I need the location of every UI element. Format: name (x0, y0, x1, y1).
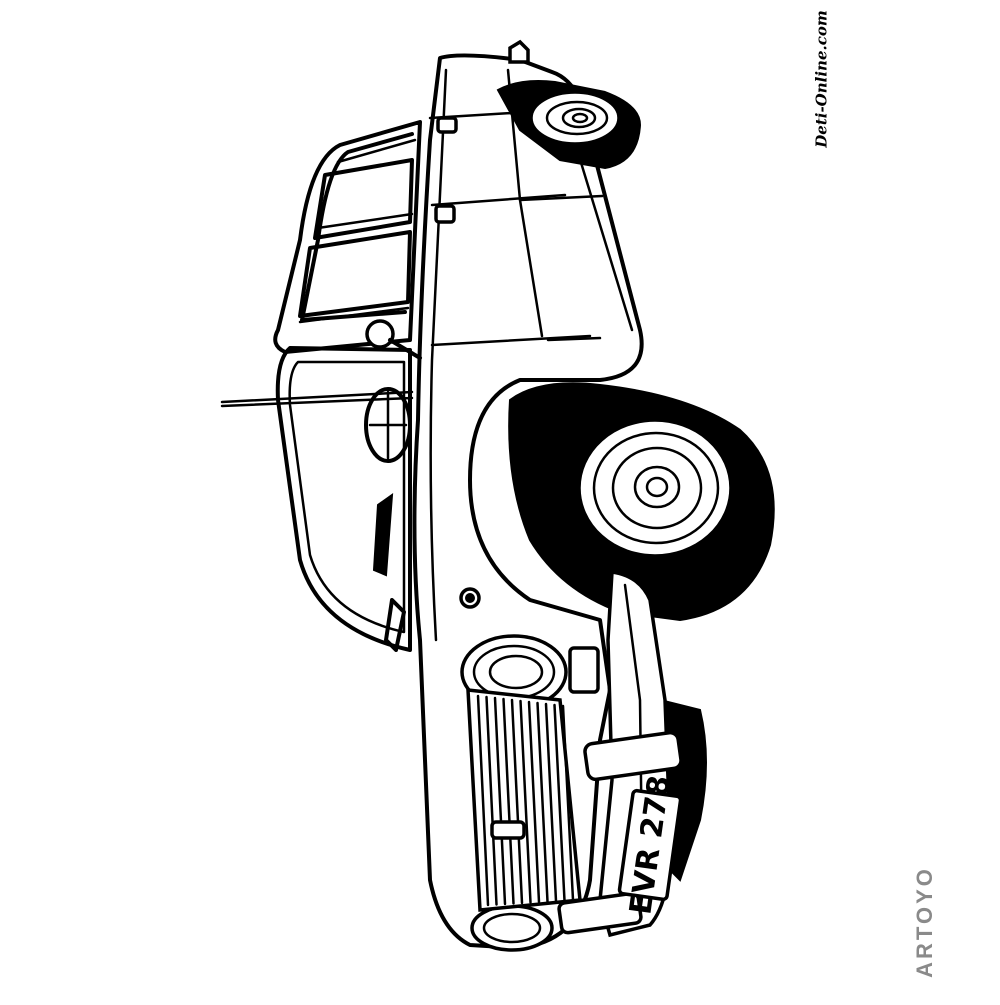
wipers (372, 492, 406, 652)
grille-bar (510, 698, 524, 905)
indicator-light (568, 646, 600, 694)
steering-wheel (364, 387, 412, 463)
side-mirror (365, 319, 422, 360)
grille-bar (519, 699, 532, 904)
grille-bar (553, 703, 566, 902)
front-wheel (508, 382, 775, 622)
grille-bar (536, 701, 549, 903)
rear-light (508, 39, 530, 64)
grille-bar (502, 697, 515, 905)
license-plate: EVR 278 (617, 773, 683, 917)
grille-bar (561, 704, 575, 902)
brand-watermark-text: ARTOYO (912, 866, 937, 978)
brand-watermark: ARTOYO (905, 862, 945, 982)
rear-wheel (496, 80, 642, 170)
roof (273, 120, 422, 354)
grille-bar (485, 695, 498, 906)
grille (466, 688, 582, 912)
grille-bar (527, 700, 541, 904)
grille-bar (493, 696, 507, 906)
antenna (220, 390, 414, 408)
fuel-cap (459, 587, 481, 609)
headlight-bottom (470, 904, 554, 952)
grille-bar (476, 694, 490, 907)
door-handles (434, 116, 458, 224)
site-watermark: Deti-Online.com (802, 10, 842, 147)
site-watermark-text: Deti-Online.com (813, 10, 831, 148)
grille-bar (544, 702, 558, 903)
